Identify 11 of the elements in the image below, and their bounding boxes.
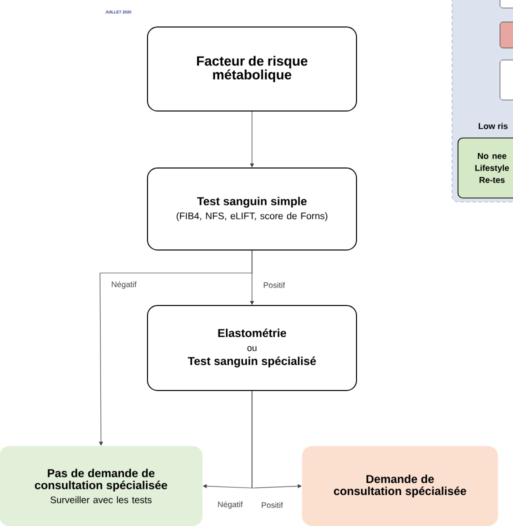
- heading-label: Low ris: [478, 122, 508, 130]
- edge-label: Négatif: [110, 280, 138, 290]
- edge-label: Négatif: [216, 500, 244, 510]
- result-box: No nee Lifestyle Re-tes: [458, 138, 513, 198]
- process-box: Test sanguin simple (FIB4, NFS, eLIFT, score de Forns): [147, 168, 357, 250]
- outcome-box: Pas de demande de consultation spécialisée Surveiller avec les tests: [0, 446, 202, 526]
- process-box: Facteur de risque métabolique: [147, 26, 357, 112]
- outcome-box: Demande de consultation spécialisée: [302, 446, 498, 526]
- process-box: Elastométrie ou Test sanguin spécialisé: [147, 305, 357, 391]
- edge-label: Positif: [262, 281, 286, 289]
- edge-label: Positif: [260, 501, 284, 509]
